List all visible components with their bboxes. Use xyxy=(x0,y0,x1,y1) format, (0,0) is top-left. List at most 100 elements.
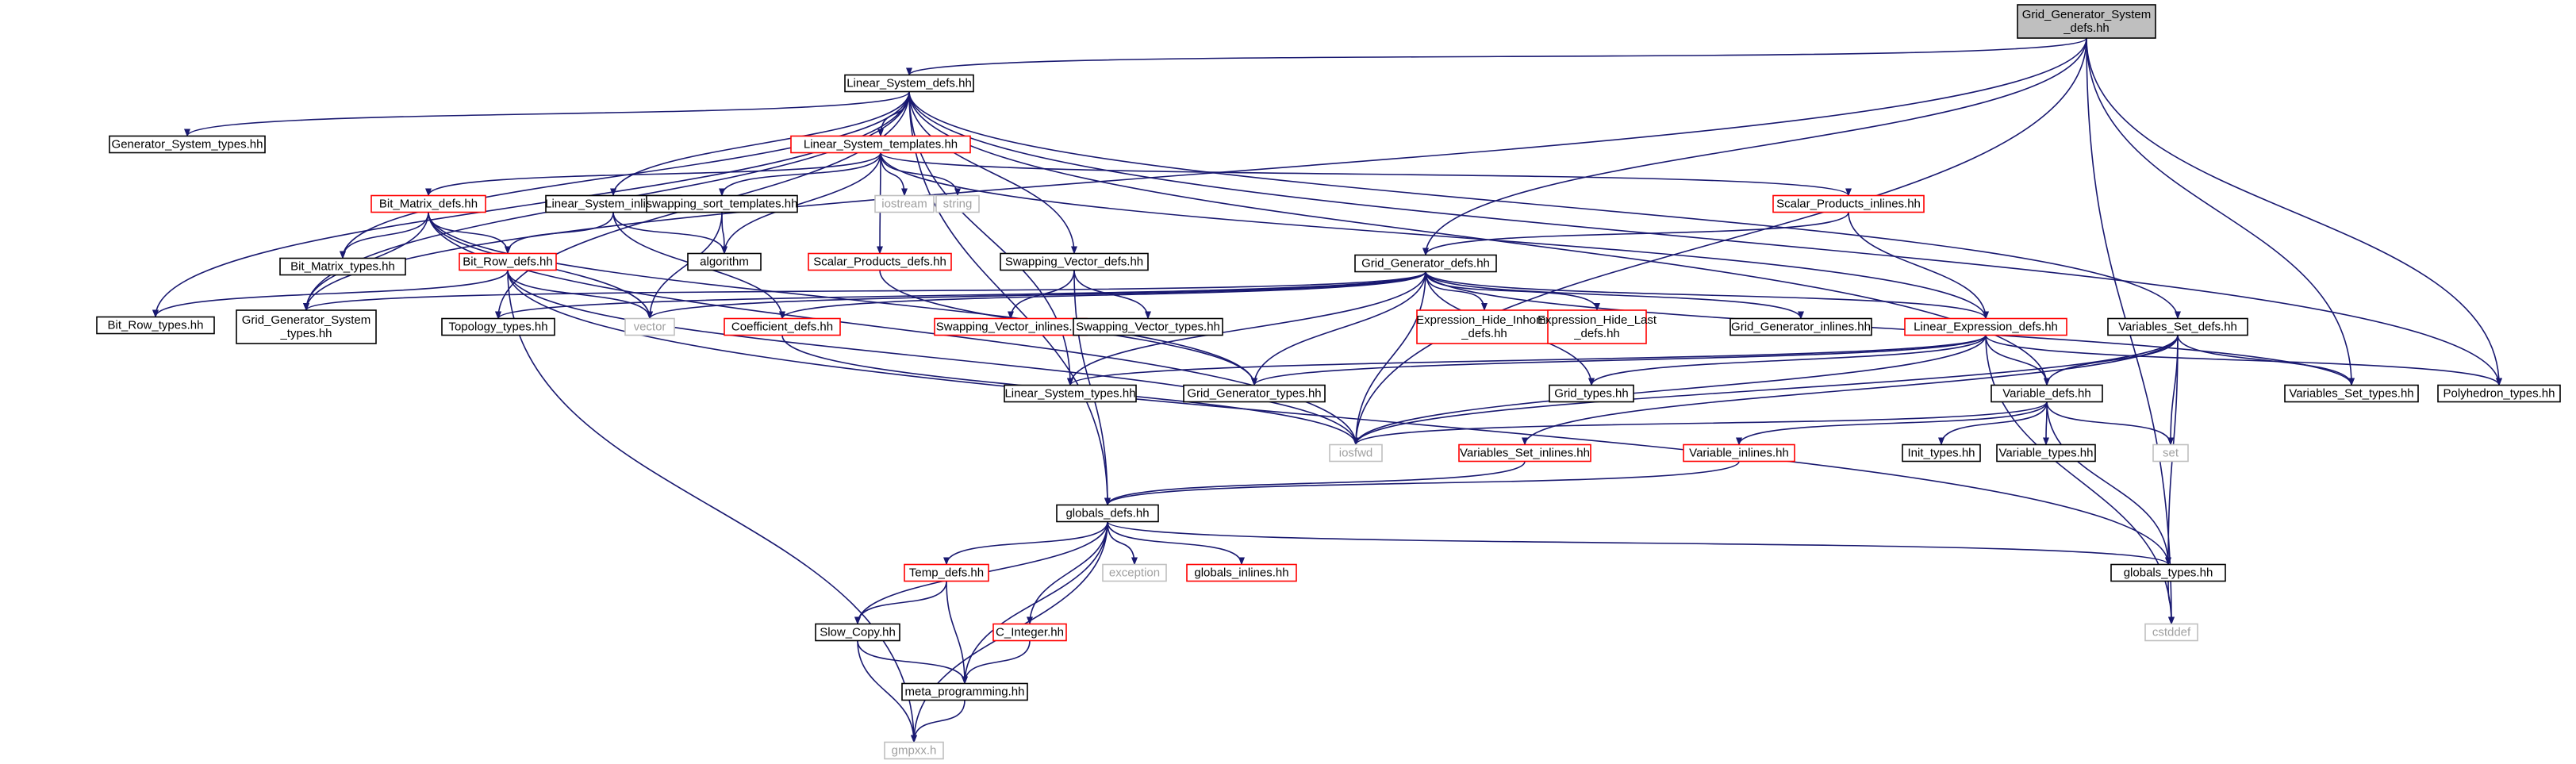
node-brt-label-0: Bit_Row_types.hh xyxy=(108,319,204,332)
node-gst[interactable]: Generator_System_types.hh xyxy=(109,135,266,154)
edge-led-to-lst xyxy=(1067,334,1987,386)
node-cint-label-0: C_Integer.hh xyxy=(996,626,1064,639)
node-brt[interactable]: Bit_Row_types.hh xyxy=(96,316,215,335)
node-vard[interactable]: Variable_defs.hh xyxy=(1991,384,2103,403)
edge-root-to-ggd xyxy=(1422,37,2087,256)
node-topo[interactable]: Topology_types.hh xyxy=(441,317,555,336)
edge-ggd-to-ggi xyxy=(1425,271,1804,320)
node-glob-box xyxy=(1056,504,1159,523)
node-lsd-box xyxy=(844,74,974,93)
node-bmt[interactable]: Bit_Matrix_types.hh xyxy=(279,257,406,276)
edge-meta-to-gmpxx xyxy=(911,700,966,743)
node-vector-box xyxy=(624,317,675,336)
node-ggst[interactable]: Grid_Generator_System_types.hh xyxy=(236,309,377,344)
node-cint[interactable]: C_Integer.hh xyxy=(992,623,1067,642)
edge-tempd-to-slow xyxy=(854,581,947,625)
node-glob-label-0: globals_defs.hh xyxy=(1065,507,1149,520)
node-ehl[interactable]: Expression_Hide_Last_defs.hh xyxy=(1538,309,1657,344)
node-bmt-box xyxy=(279,257,406,276)
node-svd[interactable]: Swapping_Vector_defs.hh xyxy=(1000,252,1149,271)
node-exc-label-0: exception xyxy=(1109,566,1160,580)
node-root[interactable]: Grid_Generator_System_defs.hh xyxy=(2017,4,2156,39)
node-gridt[interactable]: Grid_types.hh xyxy=(1549,384,1634,403)
node-initt-label-0: Init_types.hh xyxy=(1907,447,1975,460)
node-svi[interactable]: Swapping_Vector_inlines.hh xyxy=(934,317,1088,336)
edge-lsi-to-algorithm xyxy=(612,212,727,255)
edge-glob-to-globi xyxy=(1107,521,1245,566)
edge-vard-to-iosfwd xyxy=(1353,401,2048,446)
node-ggi[interactable]: Grid_Generator_inlines.hh xyxy=(1729,317,1872,336)
node-iosfwd-box xyxy=(1329,443,1383,463)
node-bmd[interactable]: Bit_Matrix_defs.hh xyxy=(370,194,486,213)
node-brd[interactable]: Bit_Row_defs.hh xyxy=(459,252,557,271)
node-ehl-box xyxy=(1547,309,1647,344)
node-vsd[interactable]: Variables_Set_defs.hh xyxy=(2107,317,2248,336)
node-svt[interactable]: Swapping_Vector_types.hh xyxy=(1073,317,1223,336)
node-spil-box xyxy=(1772,194,1925,213)
node-spil[interactable]: Scalar_Products_inlines.hh xyxy=(1772,194,1925,213)
node-vard-label-0: Variable_defs.hh xyxy=(2002,387,2090,401)
node-globi[interactable]: globals_inlines.hh xyxy=(1186,563,1297,582)
edge-globt-to-cstddef xyxy=(2167,581,2175,625)
node-vart[interactable]: Variable_types.hh xyxy=(1996,443,2096,463)
edge-vsd-to-vst xyxy=(2177,335,2355,386)
edge-led-to-polyt xyxy=(1985,335,2502,386)
node-vsi[interactable]: Variables_Set_inlines.hh xyxy=(1458,443,1591,463)
node-vart-box xyxy=(1996,443,2096,463)
edge-ggd-to-ehi xyxy=(1425,271,1488,311)
node-slow[interactable]: Slow_Copy.hh xyxy=(815,623,900,642)
node-meta[interactable]: meta_programming.hh xyxy=(901,682,1028,701)
node-algorithm[interactable]: algorithm xyxy=(687,252,762,271)
edge-ggd-to-topo xyxy=(495,271,1426,320)
edge-ggd-to-lst xyxy=(1067,271,1426,386)
edge-led-to-vard xyxy=(1985,335,2050,386)
edge-root-to-lsd xyxy=(906,37,2087,76)
node-bmt-label-0: Bit_Matrix_types.hh xyxy=(290,260,395,274)
node-ehi[interactable]: Expression_Hide_Inhomo_defs.hh xyxy=(1416,309,1553,344)
edge-brd-to-globt xyxy=(507,270,2171,566)
node-globt[interactable]: globals_types.hh xyxy=(2110,563,2226,582)
node-set: set xyxy=(2152,443,2189,463)
node-svi-label-0: Swapping_Vector_inlines.hh xyxy=(936,321,1085,334)
node-ehl-label-0: Expression_Hide_Last xyxy=(1538,313,1657,327)
node-vart-label-0: Variable_types.hh xyxy=(1999,447,2094,460)
node-coef[interactable]: Coefficient_defs.hh xyxy=(724,317,841,336)
node-cstddef-box xyxy=(2144,623,2198,642)
edge-vsd-to-vsi xyxy=(1522,335,2179,446)
edge-brd-to-gmpxx xyxy=(507,270,917,743)
edge-ggd-to-vector xyxy=(647,271,1426,320)
edge-vsd-to-iosfwd xyxy=(1353,335,2179,446)
node-lstpl[interactable]: Linear_System_templates.hh xyxy=(790,135,971,154)
node-vst[interactable]: Variables_Set_types.hh xyxy=(2284,384,2419,403)
node-vsi-label-0: Variables_Set_inlines.hh xyxy=(1460,447,1590,460)
node-initt[interactable]: Init_types.hh xyxy=(1902,443,1981,463)
edge-led-to-ggt xyxy=(1251,335,1987,386)
node-polyt[interactable]: Polyhedron_types.hh xyxy=(2437,384,2561,403)
node-led[interactable]: Linear_Expression_defs.hh xyxy=(1904,317,2067,336)
node-ehi-box xyxy=(1416,309,1553,344)
node-tempd[interactable]: Temp_defs.hh xyxy=(904,563,989,582)
node-ggt-label-0: Grid_Generator_types.hh xyxy=(1187,387,1321,401)
edge-lsd-to-vsd xyxy=(908,91,2181,320)
node-ggd-box xyxy=(1354,254,1497,273)
edge-ggd-to-led xyxy=(1425,271,1989,320)
node-algorithm-box xyxy=(687,252,762,271)
node-spd[interactable]: Scalar_Products_defs.hh xyxy=(808,252,952,271)
node-ggt[interactable]: Grid_Generator_types.hh xyxy=(1183,384,1326,403)
edge-root-to-iosfwd xyxy=(1353,37,2087,446)
edge-root-to-polyt xyxy=(2086,37,2502,386)
edge-lstpl-to-bmd xyxy=(425,152,881,197)
node-vari[interactable]: Variable_inlines.hh xyxy=(1683,443,1795,463)
node-sst[interactable]: swapping_sort_templates.hh xyxy=(646,194,798,213)
node-vector-label-0: vector xyxy=(634,321,666,334)
edge-led-to-iosfwd xyxy=(1353,335,1987,446)
edge-vard-to-globt xyxy=(2046,401,2171,566)
node-lstpl-label-0: Linear_System_templates.hh xyxy=(804,138,958,152)
node-lst[interactable]: Linear_System_types.hh xyxy=(1004,384,1137,403)
node-lsd[interactable]: Linear_System_defs.hh xyxy=(844,74,974,93)
edge-ggd-to-ehl xyxy=(1425,271,1600,311)
node-glob[interactable]: globals_defs.hh xyxy=(1056,504,1159,523)
node-ggd[interactable]: Grid_Generator_defs.hh xyxy=(1354,254,1497,273)
node-ggi-box xyxy=(1729,317,1872,336)
